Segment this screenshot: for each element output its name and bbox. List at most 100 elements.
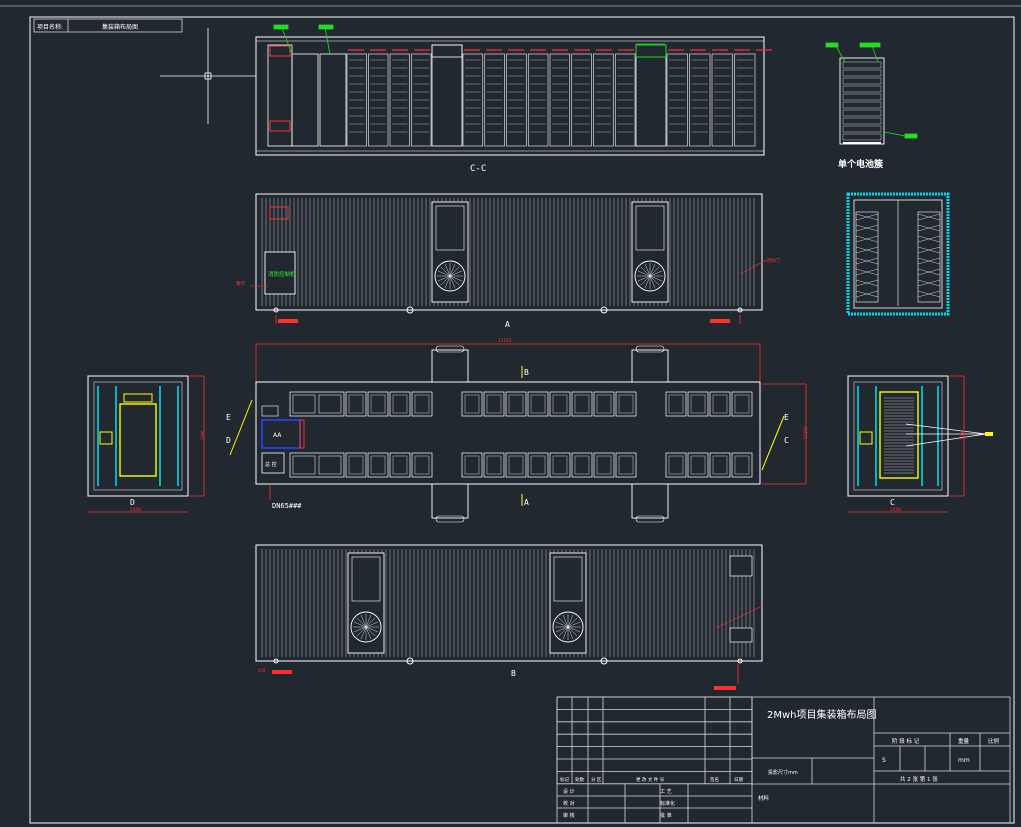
cc-rack	[346, 53, 367, 147]
plan-rack	[389, 391, 411, 417]
box-aa-label: AA	[273, 432, 282, 439]
hvac-panel	[553, 556, 583, 602]
plan-rack	[731, 391, 753, 417]
pipe-spec-label: DN65###	[272, 502, 302, 510]
plan-rack-inner	[574, 394, 590, 414]
plan-rack	[665, 452, 687, 478]
count-label: 处数	[575, 776, 584, 783]
hvac-fan-icon	[552, 611, 584, 643]
plan-rack	[461, 452, 483, 478]
end-rack-line	[917, 213, 941, 221]
plan-rack	[709, 452, 731, 478]
plan-rack	[731, 452, 753, 478]
plan-depth-dim: 12192	[803, 426, 808, 439]
end-view-c: 2896 2438 C	[847, 375, 993, 513]
hvac-fan-icon	[350, 611, 382, 643]
hvac-fan-icon	[434, 260, 466, 292]
plan-rack-inner	[530, 394, 546, 414]
plan-rack	[615, 391, 637, 417]
plan-rack	[367, 452, 389, 478]
cc-rack	[389, 53, 410, 147]
region-label: 分 区	[591, 776, 602, 783]
end-rack-line	[855, 213, 879, 221]
end-rack-line	[855, 268, 879, 276]
cad-crosshair-cursor	[160, 28, 256, 124]
cluster-module	[842, 93, 882, 101]
plan-rack-inner	[370, 455, 386, 475]
plan-rack	[505, 452, 527, 478]
plan-rack-inner	[508, 394, 524, 414]
header-field: 项目名称: 集装箱布局图	[33, 18, 183, 33]
cc-rack	[411, 53, 432, 147]
elevation-b-feet	[273, 657, 743, 665]
end-rack-line	[917, 268, 941, 276]
cc-rack	[549, 53, 571, 147]
plan-rack	[571, 452, 593, 478]
sheet-count: 共 2 张 第 1 张	[900, 775, 938, 783]
process-label: 工 艺	[660, 789, 672, 795]
check-label: 校 对	[563, 800, 575, 807]
plan-rack-inner	[486, 394, 502, 414]
hvac-panel	[635, 205, 665, 251]
plan-view: 12192 AA 总 控 B A E D E C 12192 DN65###	[226, 338, 808, 523]
plan-rack-inner	[690, 455, 706, 475]
end-rack-line	[917, 224, 941, 232]
stage-code: S	[882, 757, 886, 764]
plan-hvac-cap	[635, 515, 665, 523]
hvac-fan-icon	[634, 260, 666, 292]
plan-rack	[593, 391, 615, 417]
plan-rack	[665, 391, 687, 417]
end-rack-line	[917, 257, 941, 265]
fire-panel-label: 消防控制柜	[268, 270, 296, 278]
end-rack-line	[917, 290, 941, 298]
plan-rack	[571, 391, 593, 417]
plan-rack-inner	[618, 455, 634, 475]
marker-d-left: D	[226, 436, 231, 445]
plan-rack	[549, 391, 571, 417]
mark-label: 标记	[560, 776, 569, 783]
cluster-module	[842, 101, 882, 109]
plan-rack-inner	[574, 455, 590, 475]
std-label: 标准化	[660, 800, 675, 807]
cluster-module	[842, 77, 882, 85]
title-block	[556, 696, 1011, 824]
plan-hvac	[631, 349, 669, 383]
plan-rack	[527, 391, 549, 417]
hvac-panel	[435, 205, 465, 251]
plan-hvac	[431, 483, 469, 519]
end-rack-line	[855, 257, 879, 265]
plan-rack-inner	[414, 455, 430, 475]
cc-rack	[666, 53, 688, 147]
plan-rack-inner	[392, 455, 408, 475]
end-rack-line	[917, 235, 941, 243]
side-b-offset-dim: 250	[258, 668, 266, 673]
plan-rack	[687, 391, 709, 417]
marker-c-right: C	[784, 436, 789, 445]
cluster-module	[842, 69, 882, 77]
unit-label: mm	[958, 757, 970, 764]
plan-rack	[549, 452, 571, 478]
cc-rack	[734, 53, 756, 147]
hvac-fan-blade	[637, 270, 663, 282]
cc-rack	[571, 53, 592, 147]
plan-rack-inner	[348, 455, 364, 475]
elevation-a-label: A	[505, 320, 510, 329]
plan-rack-inner	[690, 394, 706, 414]
scale-header: 比例	[988, 737, 1000, 745]
cc-rack	[506, 53, 527, 147]
plan-pcs-cell	[318, 455, 342, 475]
plan-rack	[527, 452, 549, 478]
end-view-d: 2896 2438 D	[87, 375, 205, 513]
end-section-view	[846, 192, 950, 316]
plan-rack-inner	[668, 394, 684, 414]
cc-rack	[614, 53, 636, 147]
single-cluster-view: 单个电池簇	[825, 42, 918, 170]
plan-rack-inner	[552, 455, 568, 475]
elevation-b-view: 250 B	[255, 544, 763, 690]
cc-rack	[368, 53, 389, 147]
end-rack-frame	[855, 211, 879, 303]
end-c-label: C	[890, 498, 895, 507]
plan-rack	[687, 452, 709, 478]
plan-rack-inner	[392, 394, 408, 414]
